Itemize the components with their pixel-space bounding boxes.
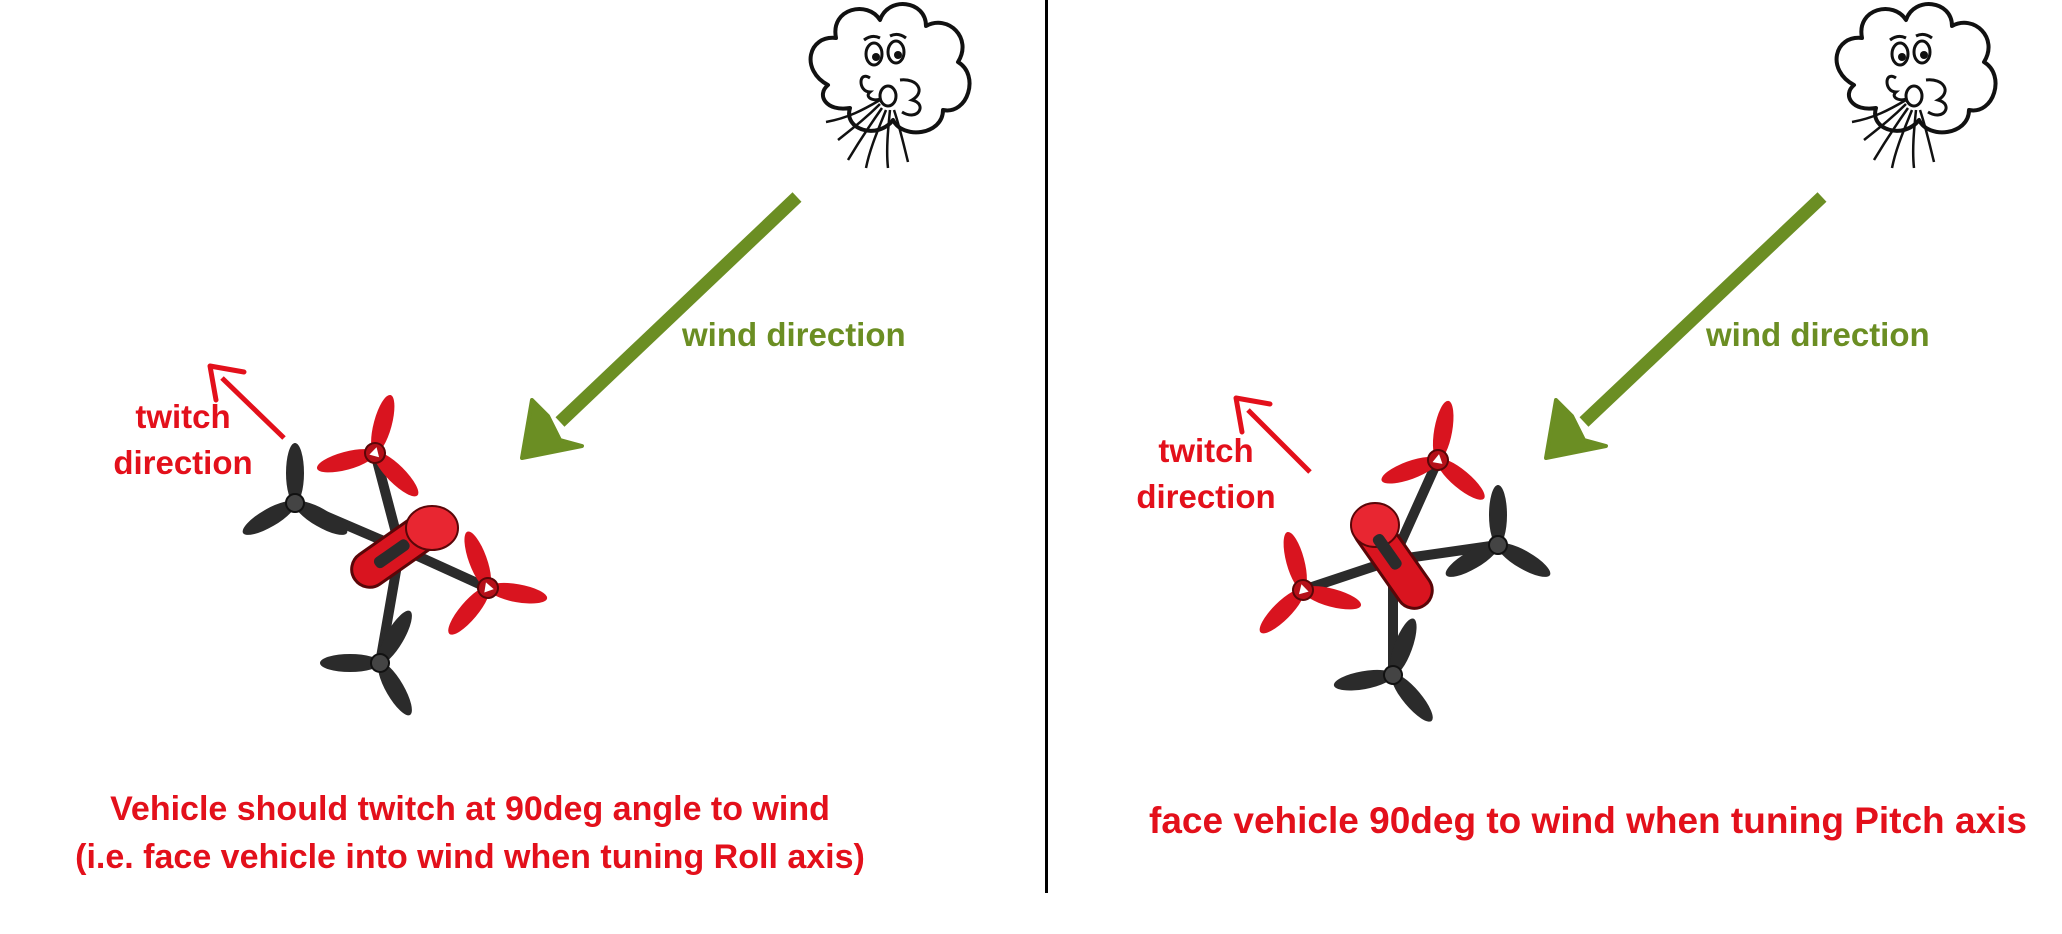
twitch-direction-label: twitch direction — [1131, 428, 1281, 520]
twitch-arrow-icon — [1233, 395, 1312, 474]
twitch-label-line-2: direction — [1136, 478, 1276, 515]
twitch-label-line-1: twitch — [1158, 432, 1254, 469]
right-caption: face vehicle 90deg to wind when tuning P… — [1149, 800, 2027, 841]
twitch-arrow-icon — [207, 363, 286, 440]
wind-direction-label: wind direction — [1706, 316, 1930, 353]
wind-arrow-icon — [1544, 192, 1827, 460]
left-panel: wind direction twitch direction Vehicle … — [20, 2, 972, 934]
left-caption-line-2: (i.e. face vehicle into wind when tuning… — [75, 838, 865, 876]
wind-direction-label: wind direction — [682, 316, 906, 353]
left-caption-line-1: Vehicle should twitch at 90deg angle to … — [110, 790, 830, 828]
wind-arrow-icon — [520, 192, 802, 460]
twitch-label-line-1: twitch — [135, 398, 231, 435]
wind-cloud-face-icon — [1834, 2, 1998, 170]
right-panel-art — [1048, 2, 1998, 934]
left-panel-art — [207, 2, 972, 934]
left-caption: Vehicle should twitch at 90deg angle to … — [20, 785, 920, 881]
right-panel: wind direction twitch direction face veh… — [1048, 0, 2062, 934]
twitch-direction-label: twitch direction — [108, 394, 258, 486]
panel-divider — [1045, 0, 1048, 893]
quadcopter-drone-icon — [239, 380, 554, 724]
twitch-label-line-2: direction — [113, 444, 253, 481]
wind-cloud-face-icon — [808, 2, 972, 170]
